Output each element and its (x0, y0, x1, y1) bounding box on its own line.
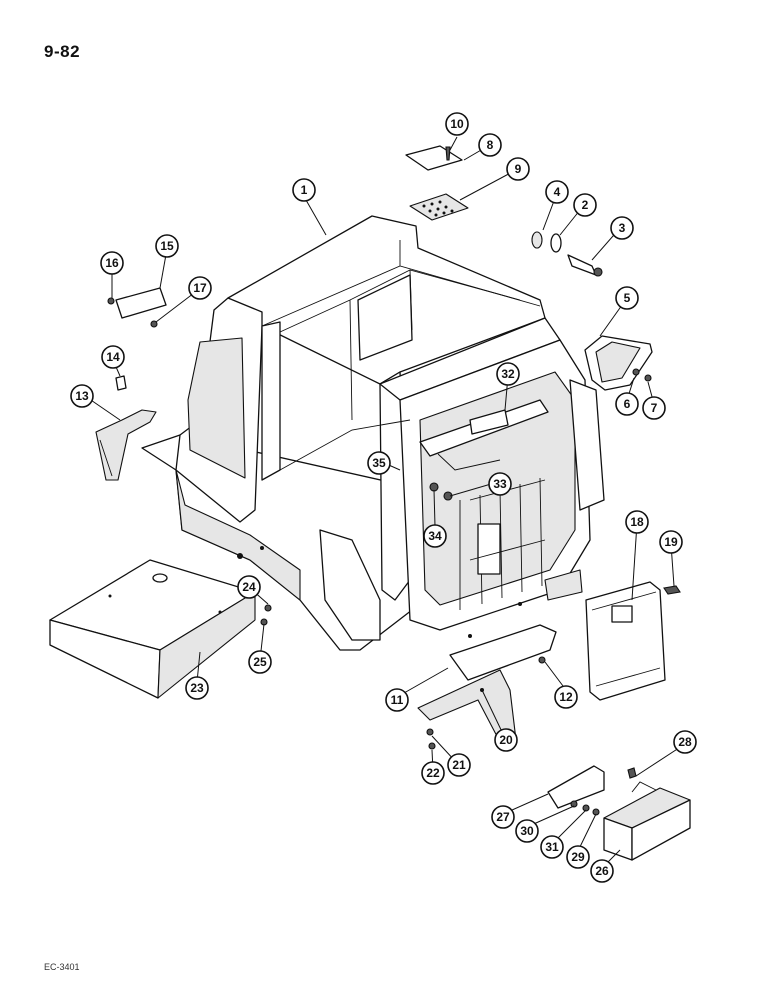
cab-right-window (357, 274, 413, 361)
callout-21: 21 (447, 753, 471, 777)
step-assembly (417, 624, 557, 750)
callout-7-label: 7 (651, 401, 658, 415)
platform-plate (49, 559, 272, 699)
callout-10-label: 10 (450, 117, 464, 131)
cab-side-skirt (175, 469, 301, 601)
callout-17: 17 (188, 276, 212, 300)
callout-29: 29 (566, 845, 590, 869)
cab-door-post (261, 321, 281, 481)
callout-7: 7 (642, 396, 666, 420)
callout-15-label: 15 (160, 239, 174, 253)
callout-3: 3 (610, 216, 634, 240)
callout-31: 31 (540, 835, 564, 859)
callout-33: 33 (488, 472, 512, 496)
callout-28: 28 (673, 730, 697, 754)
callout-35-label: 35 (372, 456, 386, 470)
callout-9: 9 (506, 157, 530, 181)
callout-25-label: 25 (253, 655, 267, 669)
callout-4: 4 (545, 180, 569, 204)
callout-24-label: 24 (242, 580, 256, 594)
callout-17-label: 17 (193, 281, 207, 295)
callout-26-label: 26 (595, 864, 609, 878)
callout-6: 6 (615, 392, 639, 416)
cab-step-lip (544, 569, 583, 601)
callout-21-label: 21 (452, 758, 466, 772)
callout-1: 1 (292, 178, 316, 202)
callout-30-label: 30 (520, 824, 534, 838)
callout-8: 8 (478, 133, 502, 157)
callout-20-label: 20 (499, 733, 513, 747)
callout-2-label: 2 (582, 198, 589, 212)
callout-33-label: 33 (493, 477, 507, 491)
callout-25: 25 (248, 650, 272, 674)
mirror-assembly (584, 335, 653, 391)
callout-24: 24 (237, 575, 261, 599)
cab-holes (237, 546, 522, 638)
handle-assembly (95, 375, 157, 481)
switch-assembly (531, 231, 603, 277)
callout-28-label: 28 (678, 735, 692, 749)
callout-29-label: 29 (571, 850, 585, 864)
callout-12-label: 12 (559, 690, 573, 704)
callout-11-label: 11 (391, 693, 404, 707)
callout-22-label: 22 (426, 766, 440, 780)
callout-23-label: 23 (190, 681, 204, 695)
cab-inner-frame (279, 269, 521, 471)
callout-27: 27 (491, 805, 515, 829)
callout-18: 18 (625, 510, 649, 534)
callout-8-label: 8 (487, 138, 494, 152)
callout-11: 11 (385, 688, 409, 712)
callout-14: 14 (101, 345, 125, 369)
callout-19: 19 (659, 530, 683, 554)
callout-32: 32 (496, 362, 520, 386)
callout-23: 23 (185, 676, 209, 700)
callout-19-label: 19 (664, 535, 678, 549)
callout-20: 20 (494, 728, 518, 752)
callout-1-label: 1 (301, 183, 308, 197)
callout-34: 34 (423, 524, 447, 548)
callout-32-label: 32 (501, 367, 515, 381)
callout-22: 22 (421, 761, 445, 785)
callout-2: 2 (573, 193, 597, 217)
callout-16-label: 16 (105, 256, 119, 270)
cab-left-door-window (319, 529, 381, 641)
callout-34-label: 34 (428, 529, 442, 543)
callout-13: 13 (70, 384, 94, 408)
callout-5: 5 (615, 286, 639, 310)
callout-10: 10 (445, 112, 469, 136)
tool-box-assembly (547, 765, 691, 861)
grommet-parts (429, 482, 453, 501)
callout-6-label: 6 (624, 397, 631, 411)
callout-26: 26 (590, 859, 614, 883)
callout-12: 12 (554, 685, 578, 709)
callout-15: 15 (155, 234, 179, 258)
rear-panel (585, 581, 681, 701)
callout-31-label: 31 (545, 840, 559, 854)
callout-14-label: 14 (106, 350, 120, 364)
cover-plate-assembly (107, 287, 167, 328)
dome-light (405, 145, 469, 221)
rear-panel-ribs (459, 477, 546, 610)
page-number: 9-82 (44, 42, 81, 61)
console-panel (419, 399, 549, 471)
callout-35: 35 (367, 451, 391, 475)
callout-13-label: 13 (75, 389, 89, 403)
callout-4-label: 4 (554, 185, 561, 199)
callout-30: 30 (515, 819, 539, 843)
callout-3-label: 3 (619, 221, 626, 235)
callout-9-label: 9 (515, 162, 522, 176)
callout-27-label: 27 (496, 810, 510, 824)
reference-code: EC-3401 (44, 962, 80, 972)
callout-16: 16 (100, 251, 124, 275)
callout-18-label: 18 (630, 515, 644, 529)
callout-5-label: 5 (624, 291, 631, 305)
cab-left-window (187, 337, 246, 479)
cab-right-panel (569, 379, 605, 511)
